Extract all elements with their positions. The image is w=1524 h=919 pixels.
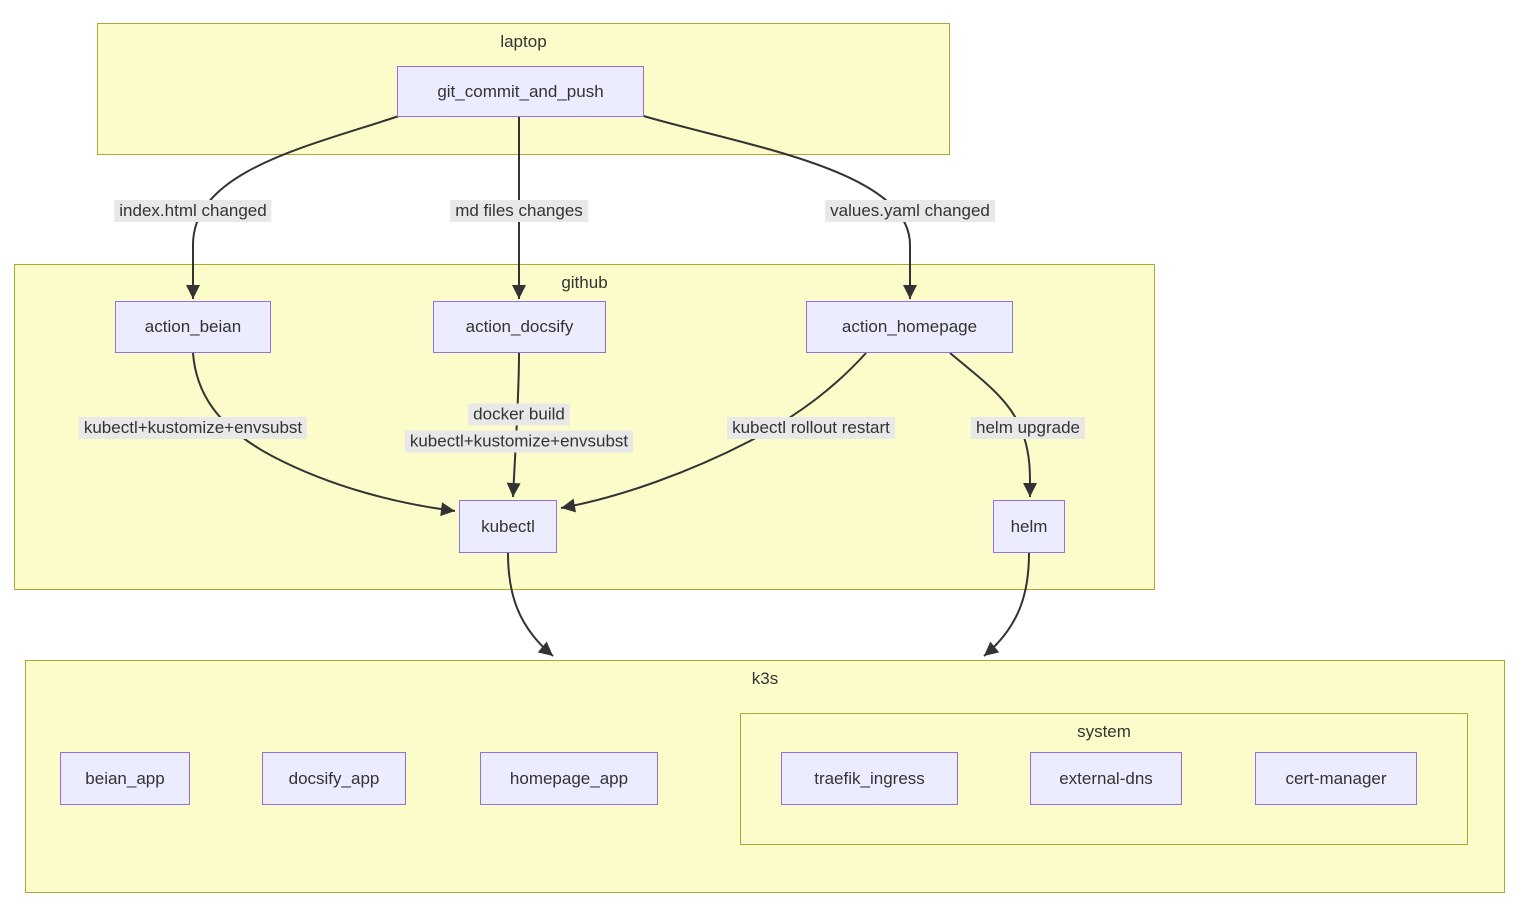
edge-git-commit-to-action-beian xyxy=(186,114,403,299)
edge-label-line-kubectl-kustomize-envsubst: kubectl+kustomize+envsubst xyxy=(404,430,634,453)
edge-helm-to-k3s xyxy=(983,552,1030,657)
node-git-commit-and-push: git_commit_and_push xyxy=(397,66,644,117)
edge-git-commit-to-action-homepage xyxy=(639,114,917,299)
cluster-laptop-label: laptop xyxy=(500,32,547,51)
edge-label-docker-build-kustomize: docker build kubectl+kustomize+envsubst xyxy=(404,403,634,453)
cluster-github-label: github xyxy=(561,273,608,292)
edge-label-helm-upgrade: helm upgrade xyxy=(971,417,1085,439)
node-homepage-app: homepage_app xyxy=(480,752,658,805)
edge-kubectl-to-k3s xyxy=(507,552,554,657)
edge-label-md-files-changes: md files changes xyxy=(450,200,588,222)
cluster-k3s-label: k3s xyxy=(751,669,779,688)
node-beian-app: beian_app xyxy=(60,752,190,805)
edge-action-homepage-to-kubectl xyxy=(560,352,867,513)
edge-label-index-html-changed: index.html changed xyxy=(114,200,272,222)
node-action-homepage: action_homepage xyxy=(806,301,1013,353)
node-helm: helm xyxy=(993,500,1065,553)
cluster-system-label: system xyxy=(1077,722,1131,741)
edge-action-docsify-to-kubectl xyxy=(506,352,521,498)
node-traefik-ingress: traefik_ingress xyxy=(781,752,958,805)
node-kubectl: kubectl xyxy=(459,500,557,553)
edge-label-line-docker-build: docker build xyxy=(468,403,570,426)
node-action-docsify: action_docsify xyxy=(433,301,606,353)
edge-label-kubectl-kustomize-envsubst-left: kubectl+kustomize+envsubst xyxy=(78,417,308,439)
node-action-beian: action_beian xyxy=(115,301,271,353)
edge-label-values-yaml-changed: values.yaml changed xyxy=(825,200,995,222)
edge-label-kubectl-rollout-restart: kubectl rollout restart xyxy=(727,417,895,439)
node-cert-manager: cert-manager xyxy=(1255,752,1417,805)
node-external-dns: external-dns xyxy=(1030,752,1182,805)
edge-action-beian-to-kubectl xyxy=(192,352,456,517)
node-docsify-app: docsify_app xyxy=(262,752,406,805)
